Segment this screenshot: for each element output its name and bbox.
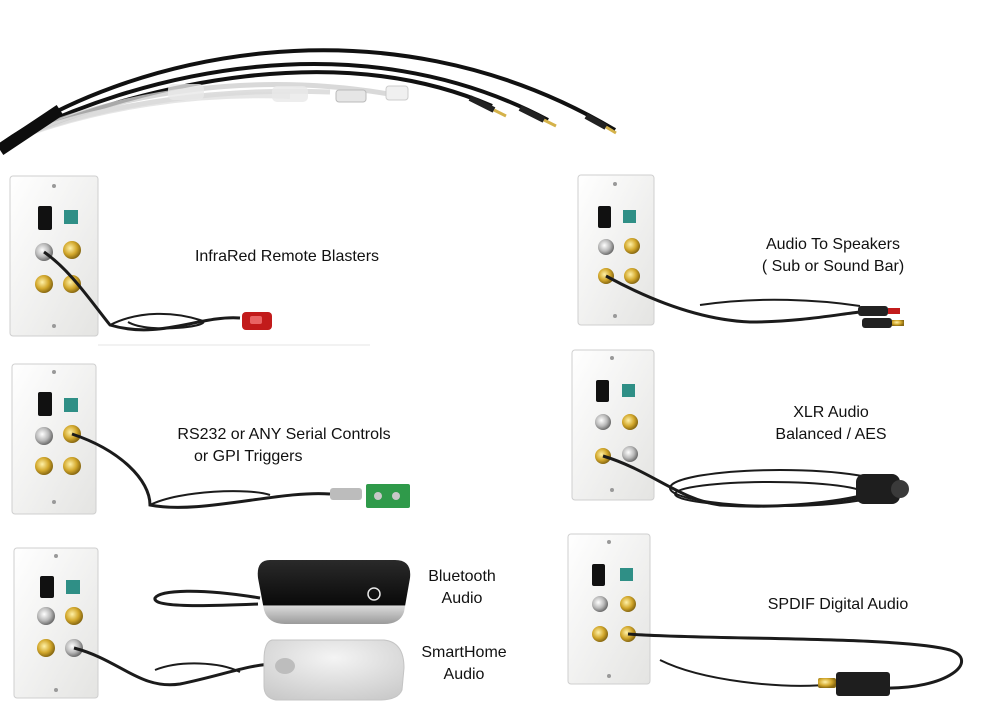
label-xlr: XLR Audio Balanced / AES: [756, 402, 906, 446]
label-spdif: SPDIF Digital Audio: [746, 594, 930, 616]
label-line: InfraRed Remote Blasters: [194, 248, 380, 265]
label-line: RS232 or ANY Serial Controls: [177, 426, 391, 443]
label-ir-blasters: InfraRed Remote Blasters: [170, 246, 404, 268]
wall-plate-ir: [9, 175, 99, 337]
label-line: ( Sub or Sound Bar): [761, 258, 905, 275]
cable-bundle: [0, 48, 617, 155]
smart-speaker: [73, 639, 405, 701]
label-line: SmartHome: [421, 644, 507, 661]
label-smarthome-audio: SmartHome Audio: [410, 642, 518, 686]
label-line: Audio: [443, 666, 485, 683]
label-line: Bluetooth: [428, 568, 496, 585]
ir-blaster-cable: [43, 250, 370, 346]
xlr-cable: [602, 454, 909, 508]
serial-control-cable: [71, 432, 410, 509]
bluetooth-receiver: [153, 560, 411, 624]
label-speakers: Audio To Speakers ( Sub or Sound Bar): [738, 234, 928, 278]
wall-plate-rs232: [11, 363, 97, 515]
label-line: XLR Audio: [793, 404, 869, 421]
label-line: Balanced / AES: [775, 426, 887, 443]
label-bluetooth-audio: Bluetooth Audio: [410, 566, 514, 610]
label-line: Audio: [441, 590, 483, 607]
wall-plate-bluetooth: [13, 547, 99, 699]
coax-digital-cable: [627, 632, 963, 696]
wall-plate-spdif: [567, 533, 651, 685]
wall-plate-xlr: [571, 349, 655, 501]
label-serial-controls: RS232 or ANY Serial Controls or GPI Trig…: [150, 424, 418, 468]
label-line: Audio To Speakers: [765, 236, 900, 253]
wall-plate-speakers: [577, 174, 655, 326]
rca-audio-cable: [605, 274, 904, 328]
label-line: SPDIF Digital Audio: [767, 596, 909, 613]
label-line: or GPI Triggers: [194, 448, 303, 465]
